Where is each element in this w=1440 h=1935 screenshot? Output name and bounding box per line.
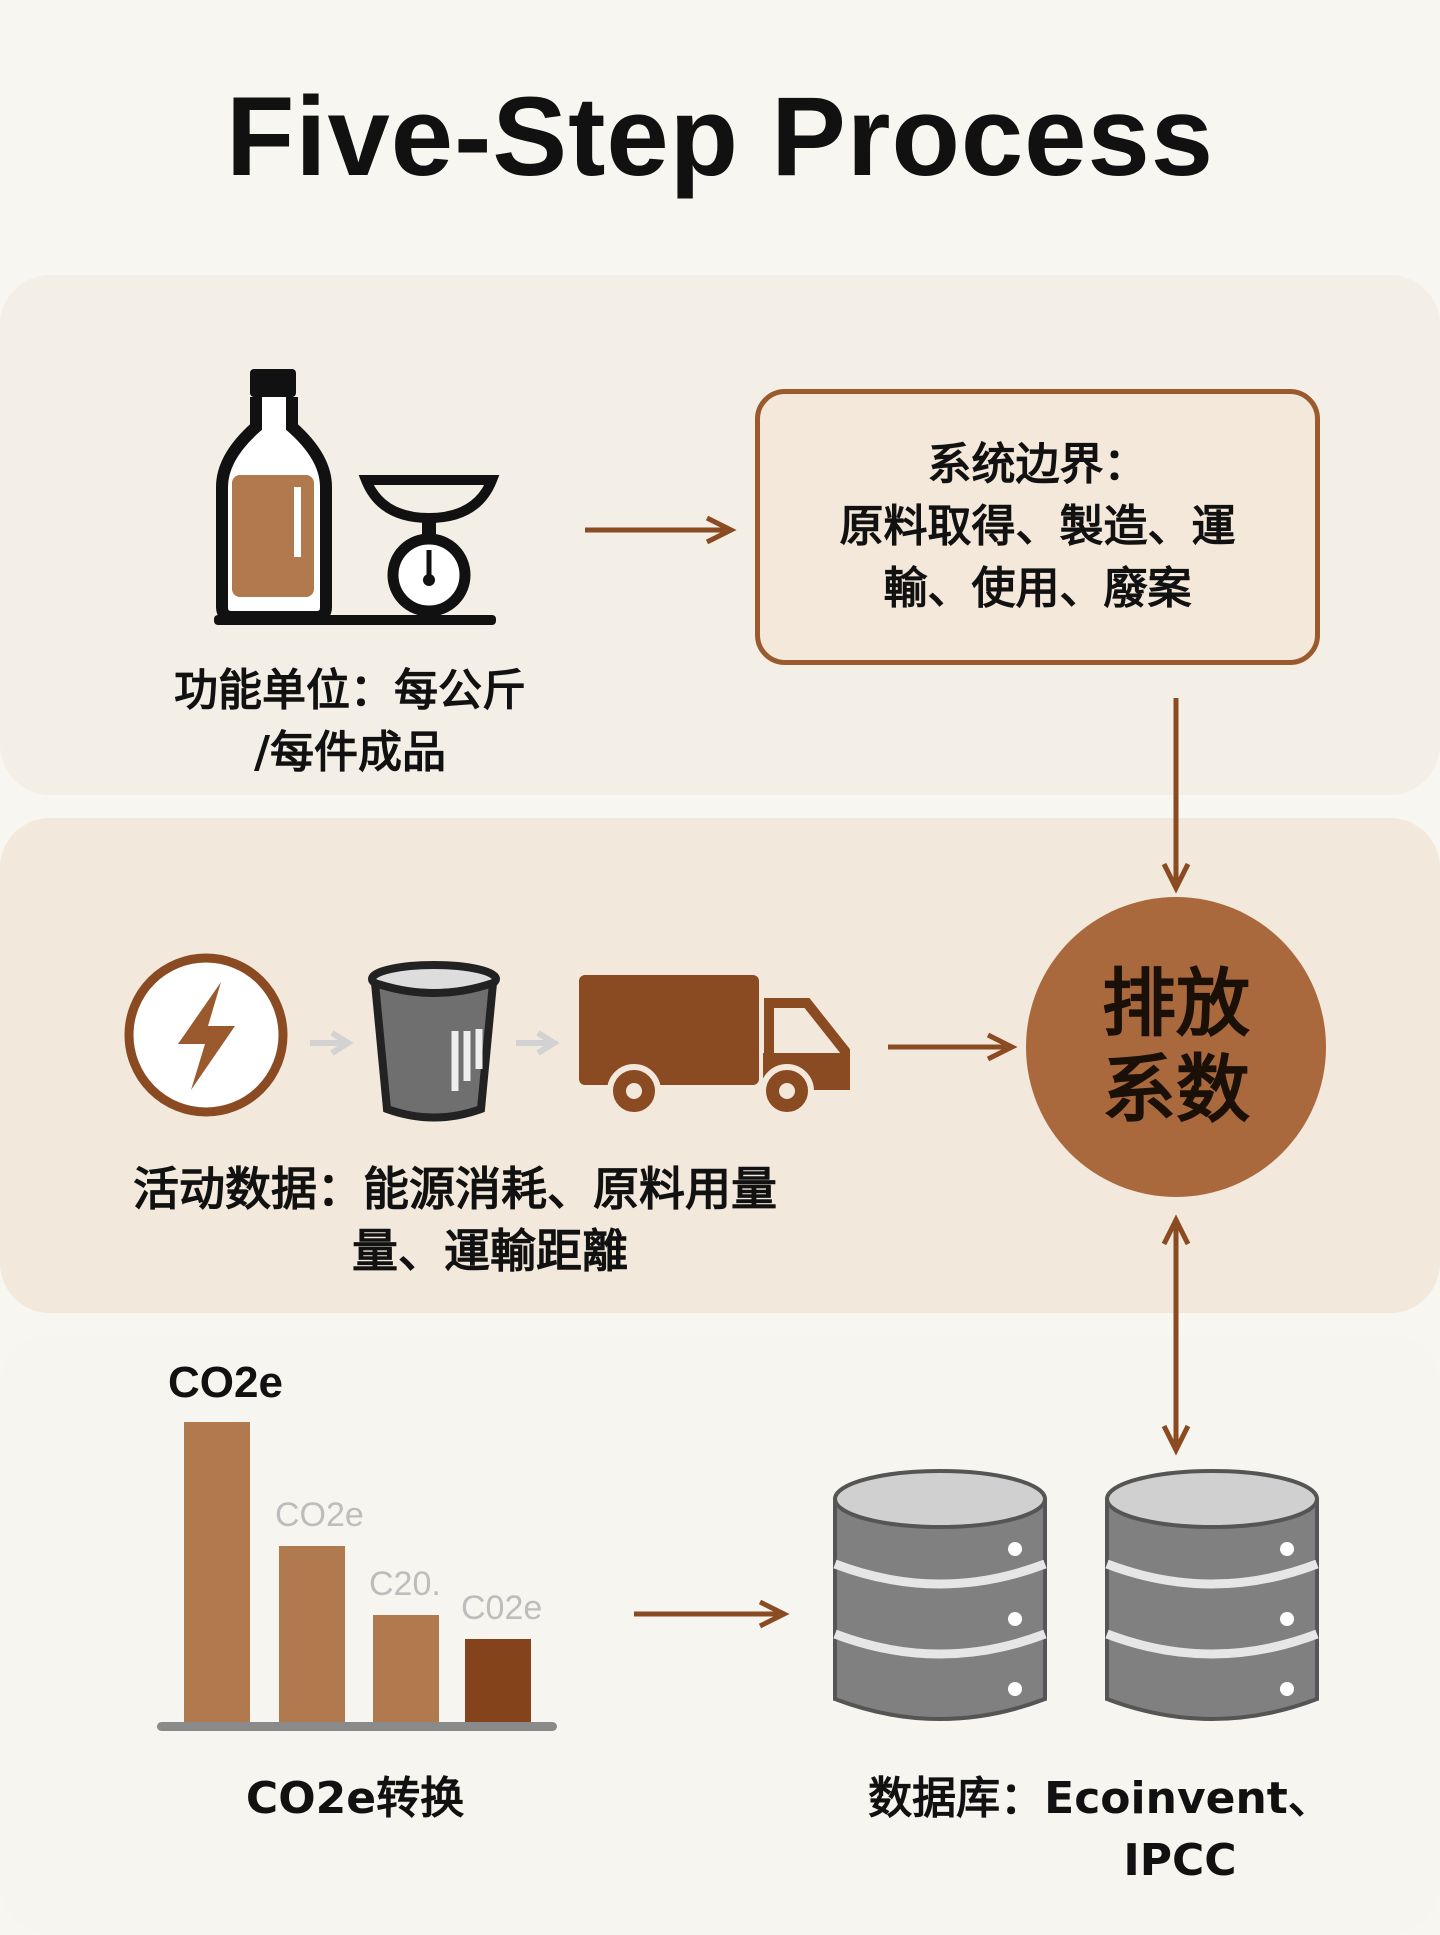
small-arrow-icon xyxy=(310,1030,354,1056)
bucket-icon xyxy=(368,961,500,1122)
chart-baseline xyxy=(157,1722,557,1731)
label-line: /每件成品 xyxy=(253,727,447,778)
circle-line: 系数 xyxy=(1102,1047,1250,1133)
arrow-down xyxy=(1161,698,1191,894)
emission-factor-circle: 排放 系数 xyxy=(1026,897,1326,1197)
label-line: 数据库：Ecoinvent、 xyxy=(868,1773,1332,1824)
label-line: IPCC xyxy=(1123,1835,1237,1886)
page-title: Five-Step Process xyxy=(225,74,1215,199)
label-line: 活动数据：能源消耗、原料用量 xyxy=(133,1162,777,1216)
co2e-conversion-label: CO2e转换 xyxy=(245,1773,465,1824)
box-line: 原料取得、製造、運 xyxy=(839,501,1236,552)
bar-label: CO2e xyxy=(275,1495,364,1534)
baseline xyxy=(214,615,496,625)
small-arrow-icon xyxy=(516,1030,560,1056)
box-line: 輸、使用、廢案 xyxy=(883,563,1192,614)
activity-data-label: 活动数据：能源消耗、原料用量 量、運輸距離 xyxy=(100,1158,810,1282)
database-icon xyxy=(833,1469,1047,1721)
bar-label: C02e xyxy=(461,1589,543,1628)
bar xyxy=(279,1545,345,1724)
chart-title: CO2e xyxy=(168,1358,283,1407)
circle-line: 排放 xyxy=(1102,961,1250,1047)
double-arrow xyxy=(1161,1214,1191,1456)
system-boundary-box: 系统边界： 原料取得、製造、運 輸、使用、廢案 xyxy=(755,389,1320,665)
bar xyxy=(465,1639,531,1724)
label-line: 功能单位：每公斤 xyxy=(174,665,526,716)
arrow-right xyxy=(634,1599,790,1629)
bar xyxy=(184,1422,250,1724)
functional-unit-label: 功能单位：每公斤 /每件成品 xyxy=(120,660,580,784)
lightning-icon xyxy=(124,953,288,1117)
arrow-right xyxy=(585,515,737,545)
database-label: 数据库：Ecoinvent、 IPCC xyxy=(850,1768,1350,1892)
box-line: 系统边界： xyxy=(927,439,1148,490)
bar xyxy=(373,1615,439,1724)
bar-label: C20. xyxy=(369,1565,441,1604)
arrow-right xyxy=(888,1032,1018,1062)
truck-icon xyxy=(579,975,850,1118)
label-line: 量、運輸距離 xyxy=(352,1224,628,1278)
weighing-scale-icon xyxy=(358,475,500,617)
database-icon xyxy=(1105,1469,1319,1721)
bottle-icon xyxy=(216,369,332,623)
